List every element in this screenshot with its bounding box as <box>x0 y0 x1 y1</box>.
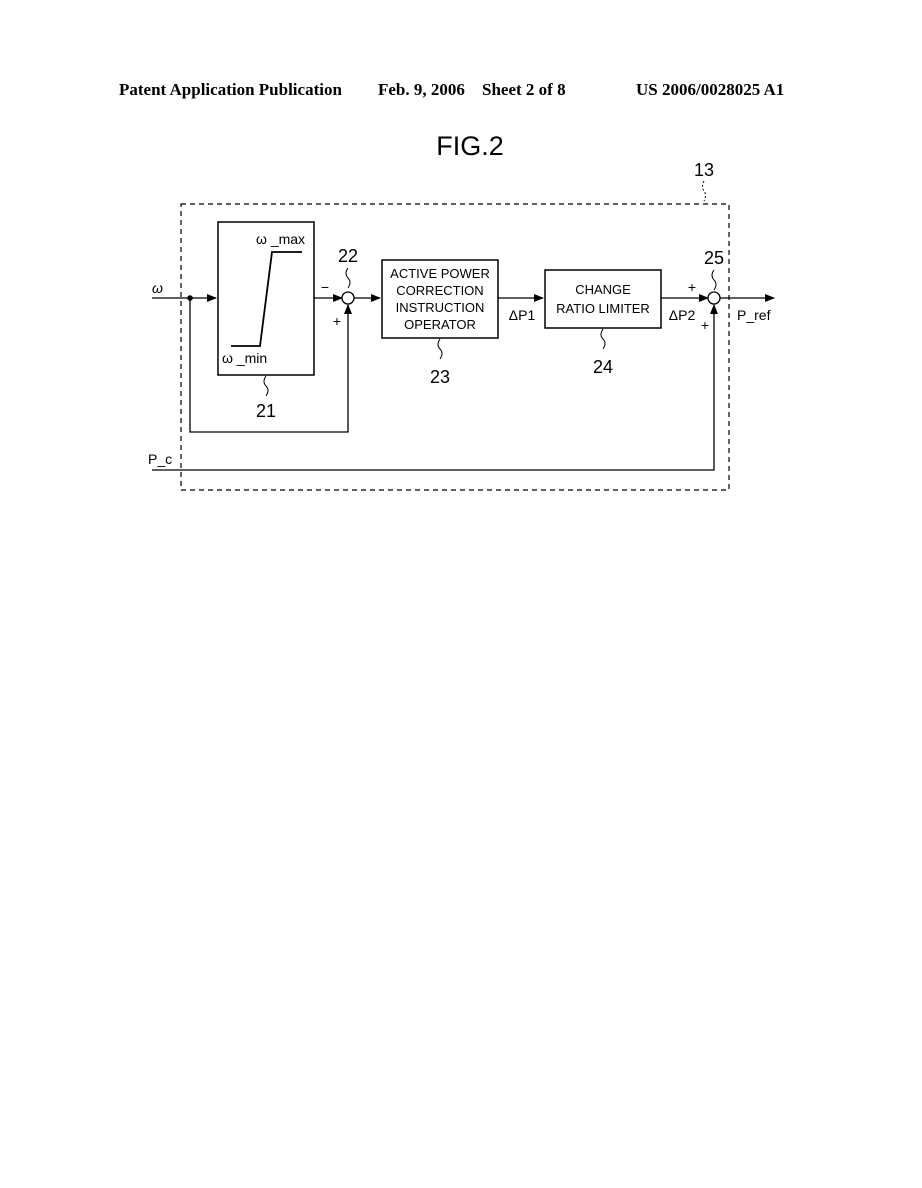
ratio-limiter-line-2: RATIO LIMITER <box>556 301 650 316</box>
operator-block <box>381 259 499 339</box>
operator-line-2: CORRECTION <box>396 283 483 298</box>
ref-22: 22 <box>338 246 358 266</box>
feedback-line <box>189 298 352 433</box>
ref-22-leader <box>345 267 351 289</box>
ref-23: 23 <box>430 367 450 387</box>
ref-24: 24 <box>593 357 613 377</box>
dp1-label: ΔP1 <box>509 307 536 323</box>
ref-24-leader <box>600 328 606 350</box>
patent-number: US 2006/0028025 A1 <box>636 80 785 99</box>
ref-25-leader <box>711 269 717 291</box>
limiter-curve <box>231 251 302 347</box>
omega-min-label: ω _min <box>222 350 267 366</box>
ref-25: 25 <box>704 248 724 268</box>
sum25-plus-bottom: + <box>701 317 709 333</box>
ref-21-leader <box>263 375 269 397</box>
operator-line-3: INSTRUCTION <box>396 300 485 315</box>
publication-date: Feb. 9, 2006 <box>378 80 465 99</box>
omega-input-label: ω <box>152 280 163 296</box>
ratio-limiter-line-1: CHANGE <box>575 282 631 297</box>
operator-line-1: ACTIVE POWER <box>390 266 490 281</box>
sum22-plus-sign: + <box>333 313 341 329</box>
sum22-minus-sign: − <box>321 279 329 295</box>
ref-13-leader <box>702 180 706 202</box>
figure-title: FIG.2 <box>436 131 504 161</box>
ref-23-leader <box>437 338 443 360</box>
ratio-limiter-block <box>544 269 662 329</box>
operator-line-4: OPERATOR <box>404 317 476 332</box>
summing-junction-25 <box>707 291 721 305</box>
sum25-plus-top: + <box>688 279 696 295</box>
p-ref-label: P_ref <box>737 307 771 323</box>
publication-label: Patent Application Publication <box>119 80 342 99</box>
sheet-number: Sheet 2 of 8 <box>482 80 566 99</box>
ref-21: 21 <box>256 401 276 421</box>
omega-max-label: ω _max <box>256 231 305 247</box>
dashed-enclosure <box>180 203 730 491</box>
dp2-label: ΔP2 <box>669 307 696 323</box>
p-c-line <box>152 304 718 471</box>
p-c-label: P_c <box>148 451 172 467</box>
ref-13: 13 <box>694 160 714 180</box>
summing-junction-22 <box>341 291 355 305</box>
